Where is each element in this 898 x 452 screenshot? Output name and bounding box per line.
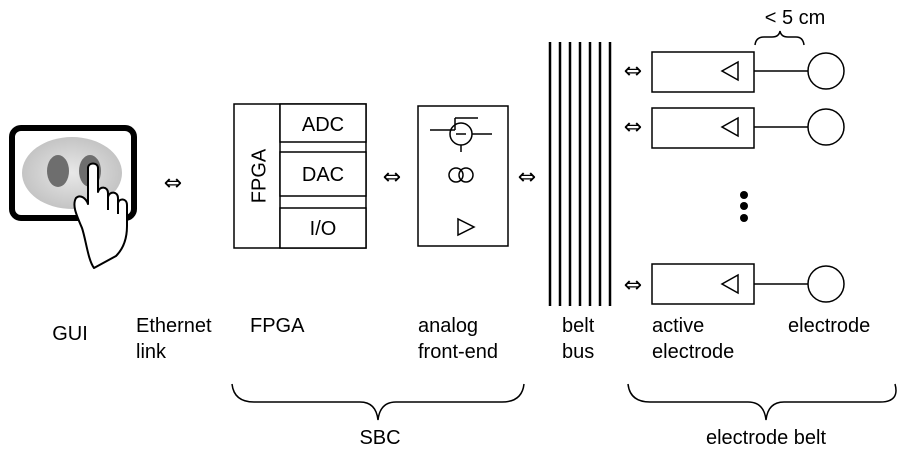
row2-arrow-icon: ⇔ [624, 115, 642, 140]
electrode-row-3: ⇔ [624, 263, 845, 305]
electrode-row-1: ⇔ [624, 51, 845, 93]
pointing-hand-icon [73, 162, 128, 269]
fpga-afe-arrow-icon: ⇔ [383, 165, 401, 190]
belt-bus-lines [548, 42, 612, 306]
sbc-brace [231, 383, 525, 421]
caption-gui: GUI [52, 323, 88, 345]
io-label: I/O [310, 218, 337, 240]
group-belt-label: electrode belt [706, 427, 827, 449]
caption-active-line2: electrode [652, 341, 734, 363]
group-sbc-label: SBC [359, 427, 400, 449]
dimension-bracket [754, 30, 805, 46]
afe-bus-arrow-icon: ⇔ [518, 165, 536, 190]
caption-ethernet-line2: link [136, 341, 167, 363]
ellipsis-dots-icon [740, 191, 748, 222]
fpga-block-label: FPGA [248, 148, 270, 203]
dac-label: DAC [302, 164, 344, 186]
caption-belt-line2: bus [562, 341, 594, 363]
caption-ethernet-line1: Ethernet [136, 315, 212, 337]
caption-electrode: electrode [788, 315, 870, 337]
caption-belt-line1: belt [562, 315, 595, 337]
ethernet-arrow-icon: ⇔ [164, 171, 182, 196]
row3-arrow-icon: ⇔ [624, 273, 642, 298]
dimension-label: < 5 cm [765, 7, 826, 29]
electrode-belt-brace [627, 383, 897, 421]
transformer-icon [448, 167, 474, 183]
caption-fpga: FPGA [250, 315, 305, 337]
analog-front-end-block [417, 105, 509, 247]
caption-active-line1: active [652, 315, 704, 337]
caption-afe-line2: front-end [418, 341, 498, 363]
amplifier-icon [457, 217, 476, 237]
row1-arrow-icon: ⇔ [624, 59, 642, 84]
caption-afe-line1: analog [418, 315, 478, 337]
adc-label: ADC [302, 114, 344, 136]
fpga-block [233, 103, 367, 249]
current-source-icon [430, 117, 492, 152]
electrode-row-2: ⇔ [624, 107, 845, 149]
